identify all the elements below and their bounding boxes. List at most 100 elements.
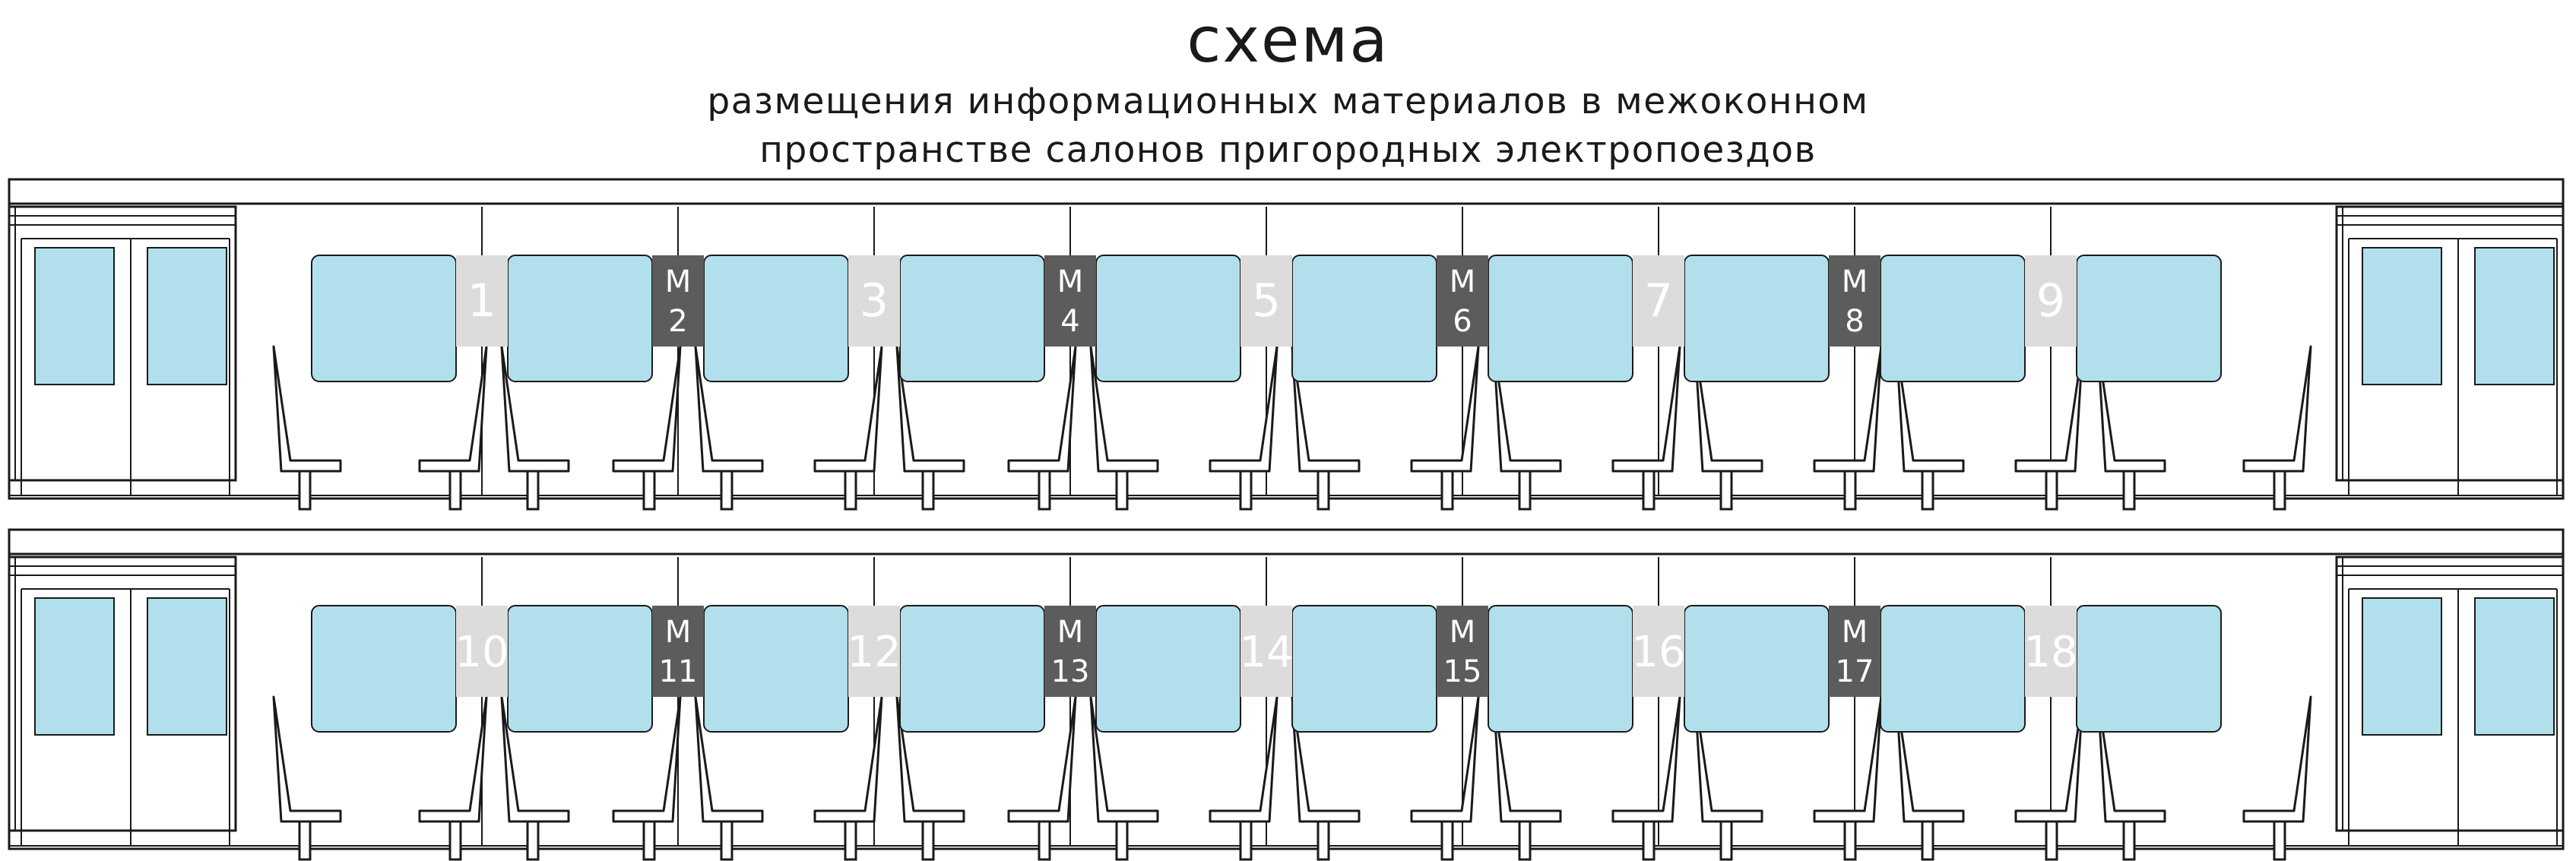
seat-icon <box>1089 345 1159 473</box>
info-panel-2 <box>652 255 704 347</box>
seat-leg <box>2045 820 2058 861</box>
seat-icon <box>1007 695 1077 823</box>
info-panel-3 <box>848 255 900 347</box>
car-window <box>703 255 849 382</box>
info-panel-13 <box>1044 606 1096 697</box>
seat-leg <box>1518 820 1532 861</box>
info-panel-number: 17 <box>1836 654 1874 689</box>
car-window <box>1684 605 1830 733</box>
info-panel-number: 2 <box>668 304 687 339</box>
diagram-header: схема размещения информационных материал… <box>0 0 2576 175</box>
info-panel-letter: М <box>665 615 692 650</box>
info-panel-number: 18 <box>2023 628 2077 677</box>
seat-leg <box>921 820 935 861</box>
seat-icon <box>1492 695 1562 823</box>
seat-leg <box>1719 470 1733 511</box>
info-panel-letter: М <box>1842 264 1868 299</box>
seat-leg <box>1239 820 1253 861</box>
info-panel-letter: М <box>1842 615 1868 650</box>
seat-icon <box>1694 345 1763 473</box>
seat-leg <box>1038 820 1051 861</box>
seat-leg <box>2273 820 2286 861</box>
seat-icon <box>612 345 682 473</box>
info-panel-8 <box>1829 255 1881 347</box>
seat-icon <box>1209 345 1278 473</box>
car-window <box>507 255 653 382</box>
door-window <box>147 597 227 736</box>
seat-icon <box>1089 695 1159 823</box>
info-panel-number: 12 <box>847 628 901 677</box>
car-window <box>1880 605 2026 733</box>
seat-leg <box>2045 470 2058 511</box>
car-window <box>1095 605 1241 733</box>
info-panel-letter: М <box>1450 615 1476 650</box>
car-window <box>703 605 849 733</box>
seat-leg <box>2122 820 2136 861</box>
info-panel-letter: М <box>1450 264 1476 299</box>
seat-leg <box>1518 470 1532 511</box>
car-window <box>1291 605 1437 733</box>
seat-icon <box>2242 695 2312 823</box>
seat-icon <box>1895 695 1965 823</box>
seat-leg <box>720 470 734 511</box>
seat-leg <box>1843 820 1857 861</box>
seat-icon <box>2096 695 2166 823</box>
car-window <box>311 605 457 733</box>
seat-leg <box>844 470 857 511</box>
seat-icon <box>1492 345 1562 473</box>
seat-leg <box>1719 820 1733 861</box>
info-panel-5 <box>1240 255 1292 347</box>
seat-leg <box>1843 470 1857 511</box>
info-panel-letter: М <box>1057 264 1084 299</box>
seat-leg <box>1440 470 1454 511</box>
diagram-subtitle-line-2: пространстве салонов пригородных электро… <box>759 129 1817 171</box>
car-window <box>1880 255 2026 382</box>
seat-leg <box>720 820 734 861</box>
seat-leg <box>921 470 935 511</box>
seat-icon <box>895 695 965 823</box>
seat-leg <box>526 470 540 511</box>
seat-icon <box>1209 695 1278 823</box>
info-panel-7 <box>1633 255 1684 347</box>
seat-leg <box>2273 470 2286 511</box>
door-window <box>34 247 115 385</box>
info-panel-number: 11 <box>659 654 698 689</box>
seat-icon <box>1410 695 1480 823</box>
seat-icon <box>1291 695 1361 823</box>
seat-icon <box>1895 345 1965 473</box>
seat-leg <box>526 820 540 861</box>
info-panel-9 <box>2025 255 2077 347</box>
door-window <box>2362 247 2442 385</box>
info-panel-11 <box>652 606 704 697</box>
car-window <box>899 255 1045 382</box>
info-panel-14 <box>1240 606 1292 697</box>
info-panel-12 <box>848 606 900 697</box>
seat-icon <box>1007 345 1077 473</box>
seat-icon <box>813 695 883 823</box>
seat-icon <box>272 345 342 473</box>
info-panel-6 <box>1437 255 1488 347</box>
seat-leg <box>1239 470 1253 511</box>
info-panel-number: 13 <box>1051 654 1090 689</box>
info-panel-number: 3 <box>860 274 889 328</box>
seat-icon <box>2014 345 2084 473</box>
info-panel-15 <box>1437 606 1488 697</box>
seat-leg <box>642 470 656 511</box>
info-panel-number: 1 <box>467 274 496 328</box>
diagram-title: схема <box>1187 5 1389 77</box>
info-panel-4 <box>1044 255 1096 347</box>
seat-icon <box>2014 695 2084 823</box>
door-window <box>147 247 227 385</box>
info-panel-letter: М <box>665 264 692 299</box>
seat-icon <box>1813 345 1883 473</box>
seat-leg <box>844 820 857 861</box>
seat-leg <box>298 470 312 511</box>
seat-leg <box>448 820 462 861</box>
info-panel-number: 16 <box>1631 628 1685 677</box>
diagram-subtitle-line-1: размещения информационных материалов в м… <box>707 81 1869 122</box>
car-window <box>1095 255 1241 382</box>
seat-icon <box>1611 695 1681 823</box>
car-window <box>507 605 653 733</box>
car-window <box>1488 605 1633 733</box>
info-panel-number: 10 <box>455 628 509 677</box>
